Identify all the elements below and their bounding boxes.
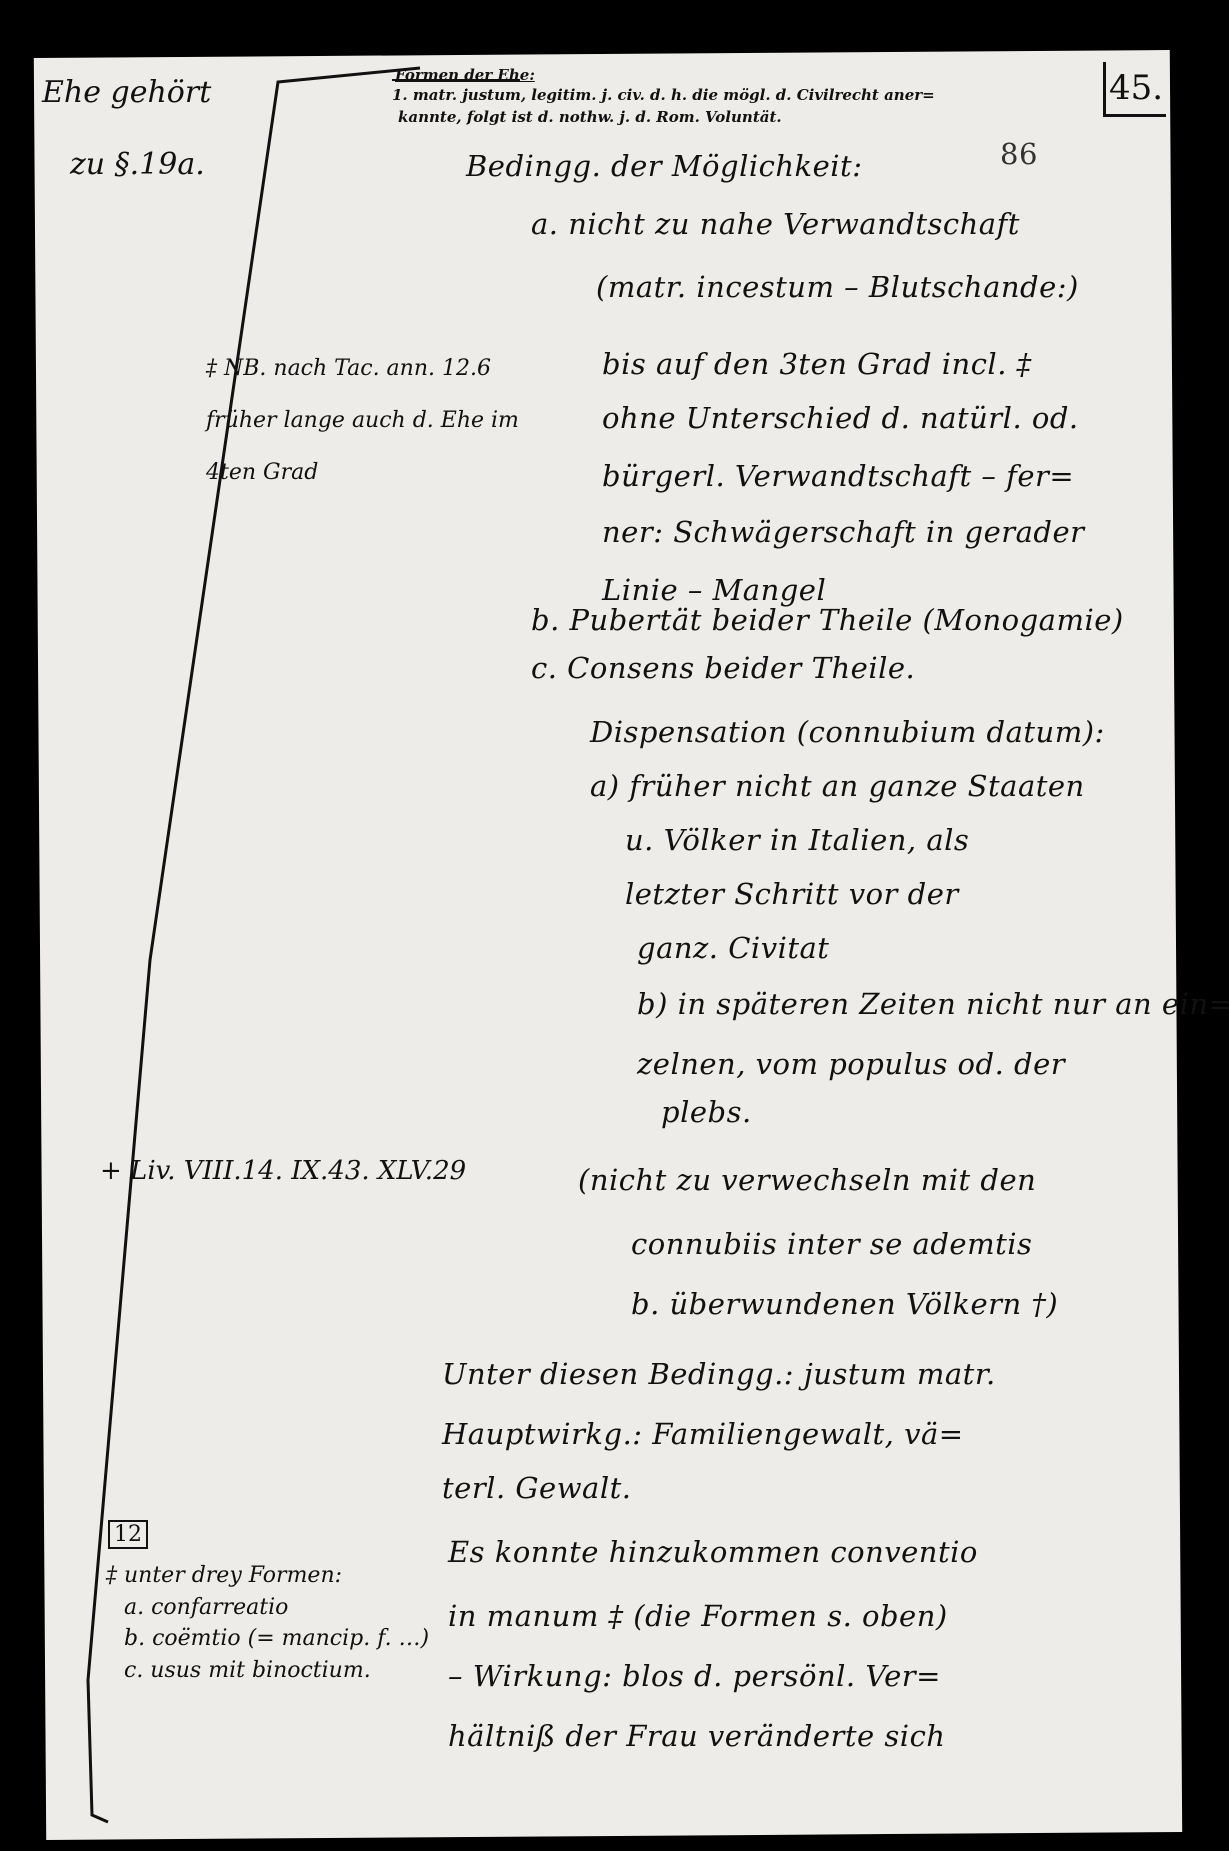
body-line: Bedingg. der Möglichkeit: [466,149,863,183]
body-line: (nicht zu verwechseln mit den [578,1163,1037,1197]
margin-note-nb: ‡ NB. nach Tac. ann. 12.6 [206,356,491,381]
body-line: ganz. Civitat [637,931,830,965]
body-line: letzter Schritt vor der [625,877,959,911]
body-line: a. nicht zu nahe Verwandtschaft [531,207,1020,241]
margin-note-nb: früher lange auch d. Ehe im [206,408,519,433]
body-line: a) früher nicht an ganze Staaten [590,769,1085,803]
body-line: in manum ‡ (die Formen s. oben) [448,1599,948,1633]
body-line: Unter diesen Bedingg.: justum matr. [442,1357,996,1391]
margin-forms-item: ‡ unter drey Formen: [106,1563,343,1588]
margin-forms-item: a. confarreatio [124,1595,289,1620]
margin-box-number: 12 [108,1520,148,1549]
header-title: Formen der Ehe: [395,66,535,84]
header-line: 1. matr. justum, legitim. j. civ. d. h. … [392,86,935,104]
body-line: ohne Unterschied d. natürl. od. [602,401,1079,435]
body-line: Linie – Mangel [602,573,827,607]
body-line: bis auf den 3ten Grad incl. ‡ [602,347,1032,381]
body-line: c. Consens beider Theile. [531,651,916,685]
body-line: bürgerl. Verwandtschaft – fer= [602,459,1075,493]
body-line: b) in späteren Zeiten nicht nur an ein= [637,987,1229,1021]
margin-note-livy: + Liv. VIII.14. IX.43. XLV.29 [100,1156,467,1186]
body-line: – Wirkung: blos d. persönl. Ver= [448,1659,941,1693]
body-line: Es konnte hinzukommen conventio [448,1535,978,1569]
body-line: plebs. [661,1095,752,1129]
body-line: zelnen, vom populus od. der [637,1047,1066,1081]
body-line: Hauptwirkg.: Familiengewalt, vä= [442,1417,964,1451]
header-line: kannte, folgt ist d. nothw. j. d. Rom. V… [398,108,782,126]
folio-number: 86 [1000,137,1038,171]
body-line: u. Völker in Italien, als [625,823,970,857]
body-line: connubiis inter se ademtis [631,1227,1033,1261]
margin-heading: Ehe gehört [42,75,212,110]
body-line: hältniß der Frau veränderte sich [448,1719,946,1753]
body-line: b. Pubertät beider Theile (Monogamie) [531,603,1124,637]
margin-forms-item: b. coëmtio (= mancip. f. …) [124,1626,430,1651]
body-line: terl. Gewalt. [442,1471,632,1505]
body-line: b. überwundenen Völkern †) [631,1287,1059,1321]
body-line: ner: Schwägerschaft in gerader [602,515,1085,549]
margin-heading-ref: zu §.19a. [70,147,205,182]
body-line: (matr. incestum – Blutschande:) [596,270,1079,304]
body-line: Dispensation (connubium datum): [590,715,1105,749]
margin-forms-item: c. usus mit binoctium. [124,1658,371,1683]
page-number: 45. [1103,62,1166,117]
margin-note-nb: 4ten Grad [206,460,319,485]
